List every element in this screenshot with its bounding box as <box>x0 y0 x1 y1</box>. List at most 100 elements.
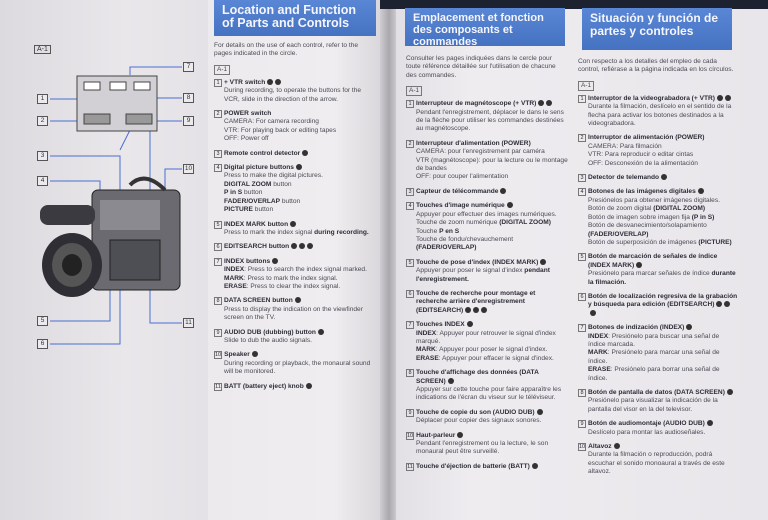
item-title-label: Speaker <box>224 351 250 359</box>
text-segment: : Press to clear the index signal. <box>246 282 341 290</box>
text-segment: : Press to search the index signal marke… <box>244 266 367 274</box>
description-line: P in S button <box>224 189 376 197</box>
item-title-label: Botón de pantalla de datos (DATA SCREEN) <box>588 389 725 396</box>
item-description: Slide to dub the audio signals. <box>214 337 376 345</box>
description-line: VTR: For playing back or editing tapes <box>224 127 376 135</box>
item-description: Pendant l'enregistrement ou la lecture, … <box>406 440 568 457</box>
page-reference-icon <box>481 306 488 313</box>
item-description: INDEX: Press to search the index signal … <box>214 266 376 291</box>
item-description: Presiónelos para obtener imágenes digita… <box>578 197 738 247</box>
text-segment: Durante la filmación o reproducción, pod… <box>588 451 725 476</box>
text-segment: (DIGITAL ZOOM) <box>653 205 706 213</box>
text-segment: P in S <box>224 189 243 197</box>
description-line: During recording or playback, the monaur… <box>224 360 376 377</box>
text-segment: Appuyer pour poser le signal d'index <box>416 267 525 275</box>
item-description: Deslícelo para montar las audioseñales. <box>578 429 738 437</box>
description-line: Botón de desvanecimiento/solapamiento (F… <box>588 222 738 239</box>
item-title-label: AUDIO DUB (dubbing) button <box>224 328 316 336</box>
page-reference-icon <box>716 94 723 101</box>
item-title-label: Touches INDEX <box>416 321 465 329</box>
callout-4: 4 <box>37 176 48 186</box>
text-segment: Botón de superposición de imágenes <box>588 238 699 246</box>
description-line: OFF: Desconexión de la alimentación <box>588 160 738 168</box>
page-reference-icon <box>267 78 274 85</box>
camcorder-illustration <box>40 66 182 345</box>
item-description: Appuyer pour effectuer des images numéri… <box>406 211 568 253</box>
item-title-text: Touches d'image numérique <box>416 202 513 210</box>
item-number: 9 <box>578 420 586 429</box>
page-reference-icon <box>275 78 282 85</box>
page-reference-icon <box>465 306 472 313</box>
text-segment: Touche <box>416 227 440 235</box>
page-reference-icon <box>686 324 693 331</box>
item-title-label: DATA SCREEN button <box>224 297 293 305</box>
page-reference-icon <box>251 351 258 358</box>
text-segment: INDEX <box>416 329 437 337</box>
text-segment: VTR: For playing back or editing tapes <box>224 126 337 134</box>
item-title-text: POWER switch <box>224 110 271 118</box>
item-title-label: Interruptor de alimentación (POWER) <box>588 134 705 142</box>
item-title-text: Botones de indización (INDEX) <box>588 324 693 332</box>
text-segment: OFF: Power off <box>224 135 269 143</box>
item-title-label: Botón de marcación de señales de índice … <box>588 253 718 269</box>
item-title-label: Touches d'image numérique <box>416 202 505 210</box>
item-title-label: EDITSEARCH button <box>224 243 290 251</box>
description-line: CAMERA: Para filmación <box>588 143 738 151</box>
text-segment: ERASE <box>224 282 247 290</box>
description-line: Press to display the indication on the v… <box>224 306 376 323</box>
callout-7: 7 <box>183 62 194 72</box>
item-title-text: Digital picture buttons <box>224 164 302 172</box>
item-title-label: Touche de copie du son (AUDIO DUB) <box>416 408 535 416</box>
text-segment: : Appuyer pour retrouver le signal d'ind… <box>416 329 556 345</box>
text-segment: button <box>252 206 274 214</box>
item-number: 5 <box>214 220 222 229</box>
item-title-text: Touche d'affichage des données (DATA SCR… <box>416 369 568 386</box>
text-segment: Botón de imagen sobre imagen fija <box>588 213 692 221</box>
page-reference-icon <box>531 462 538 469</box>
item-number: 6 <box>578 292 586 301</box>
text-segment: Touche de fondu/chevauchement <box>416 235 514 243</box>
item-title-label: INDEX buttons <box>224 257 271 265</box>
spanish-title: Situación y función de partes y controle… <box>582 8 732 50</box>
item-title-label: Digital picture buttons <box>224 164 294 172</box>
text-segment: Press to make the digital pictures. <box>224 172 323 180</box>
description-line: INDEX: Appuyer pour retrouver le signal … <box>416 330 568 347</box>
description-line: Appuyer pour effectuer des images numéri… <box>416 211 568 219</box>
description-line: INDEX: Press to search the index signal … <box>224 266 376 274</box>
description-line: DIGITAL ZOOM button <box>224 181 376 189</box>
description-line: Pendant l'enregistrement, déplacer le da… <box>416 109 568 134</box>
item-title-text: INDEX buttons <box>224 257 279 266</box>
description-line: OFF: pour couper l'alimentation <box>416 173 568 181</box>
item-number: 4 <box>214 164 222 173</box>
text-segment: ERASE <box>416 354 439 362</box>
item-title-label: Detector de telemando <box>588 174 660 182</box>
item-title-text: Botón de localización regresiva de la gr… <box>588 293 738 318</box>
page-reference-icon <box>724 94 731 101</box>
